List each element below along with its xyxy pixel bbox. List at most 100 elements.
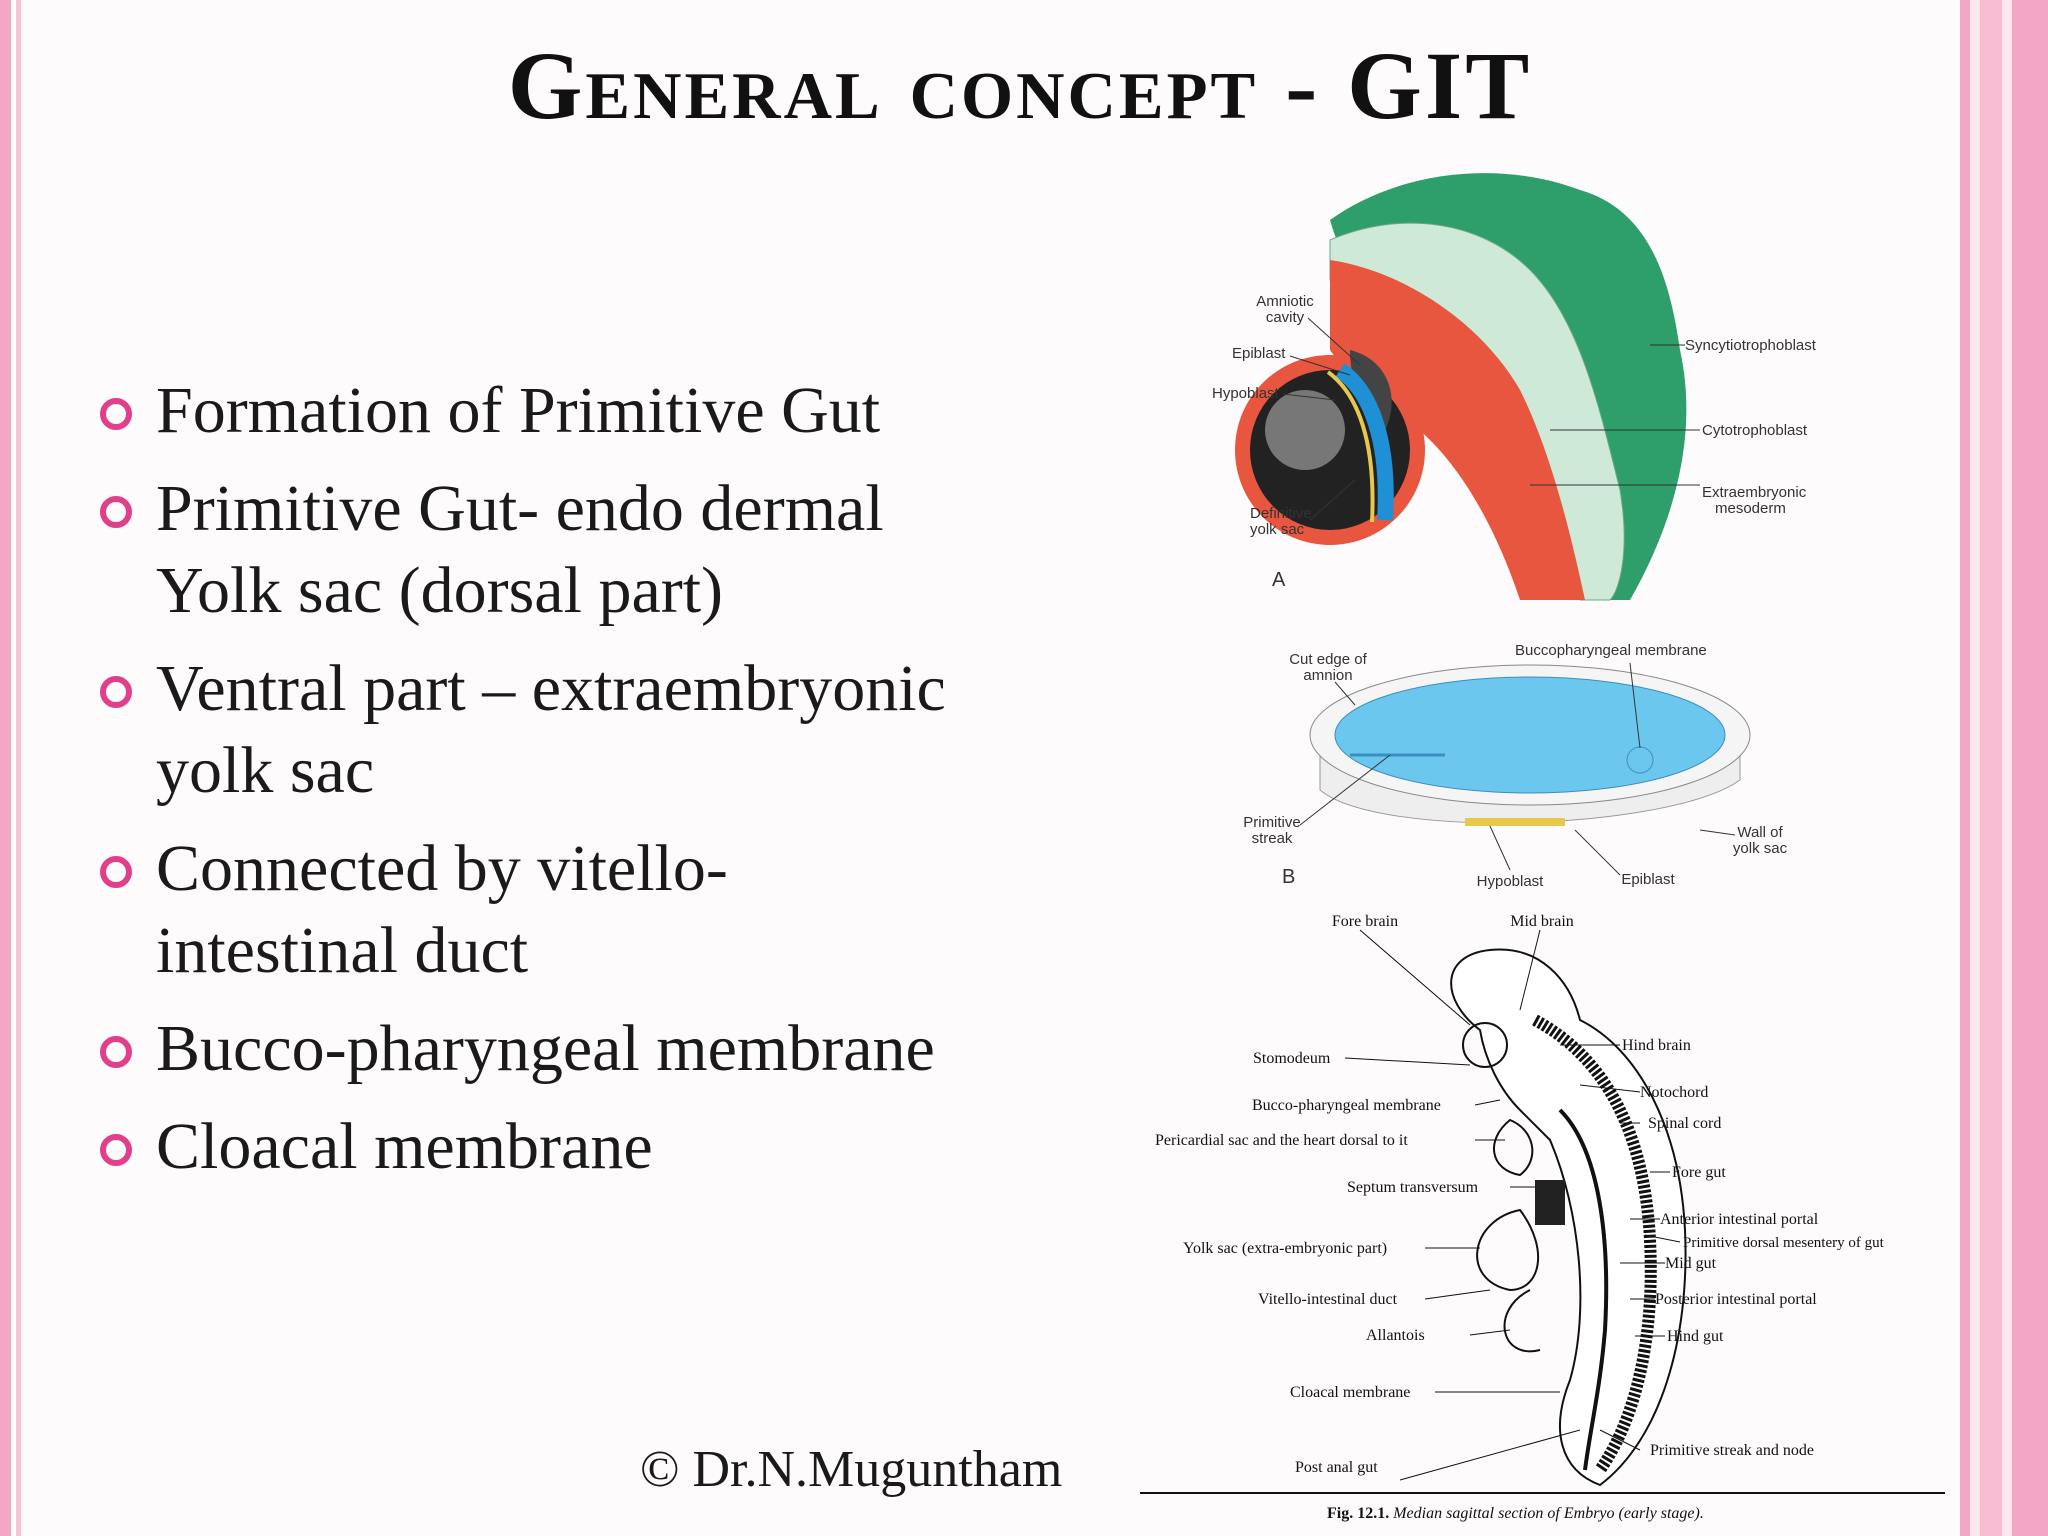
bullet-text: Bucco-pharyngeal membrane xyxy=(156,1012,935,1085)
label-definitive-yolk-1: Definitive xyxy=(1250,505,1312,522)
bullet-item: Bucco-pharyngeal membrane xyxy=(100,1008,980,1090)
bullet-item: Ventral part – extraembryonic yolk sac xyxy=(100,648,980,812)
bullet-text: Formation of Primitive Gut xyxy=(156,374,881,447)
bullet-text: Primitive Gut- endo dermal Yolk sac (dor… xyxy=(156,472,884,627)
label-mid-gut: Mid gut xyxy=(1665,1255,1717,1272)
embryonic-disc xyxy=(1334,676,1726,794)
bullet-icon xyxy=(100,398,132,430)
label-posterior-portal: Posterior intestinal portal xyxy=(1655,1291,1817,1308)
bullet-icon xyxy=(100,856,132,888)
label-amniotic-cavity-1: Amniotic xyxy=(1256,293,1314,310)
figure-a-implantation-diagram: Amniotic cavity Epiblast Hypoblast Defin… xyxy=(1212,173,1817,601)
bullet-icon xyxy=(100,1134,132,1166)
label-primitive-mesentery: Primitive dorsal mesentery of gut xyxy=(1683,1235,1885,1251)
label-primitive-streak-2: streak xyxy=(1252,830,1293,847)
figure-caption: Fig. 12.1. Median sagittal section of Em… xyxy=(1327,1505,1704,1522)
label-anterior-portal: Anterior intestinal portal xyxy=(1660,1211,1819,1228)
label-spinal-cord: Spinal cord xyxy=(1648,1115,1721,1132)
label-wall-2: yolk sac xyxy=(1733,840,1788,857)
label-primitive-streak-1: Primitive xyxy=(1243,814,1301,831)
bullet-list: Formation of Primitive Gut Primitive Gut… xyxy=(100,370,980,1204)
label-yolk-sac: Yolk sac (extra-embryonic part) xyxy=(1183,1240,1387,1257)
label-epiblast: Epiblast xyxy=(1621,871,1675,888)
label-amniotic-cavity-2: cavity xyxy=(1266,309,1305,326)
allantois-loop xyxy=(1503,1289,1541,1353)
leader-lines xyxy=(1344,929,1681,1481)
right-border-stripe-1 xyxy=(1960,0,1970,1536)
epiblast-leader xyxy=(1574,829,1621,876)
pericardial-sac xyxy=(1493,1118,1534,1177)
label-cloacal: Cloacal membrane xyxy=(1290,1384,1410,1401)
label-bucco-pharyngeal: Bucco-pharyngeal membrane xyxy=(1252,1097,1441,1114)
label-hind-brain: Hind brain xyxy=(1622,1037,1691,1054)
panel-label-a: A xyxy=(1272,569,1286,591)
label-post-anal: Post anal gut xyxy=(1295,1459,1378,1476)
right-border-band xyxy=(1960,0,2048,1536)
embryo-outline xyxy=(1450,948,1687,1487)
right-border-stripe-3 xyxy=(2012,0,2048,1536)
yolk-sac-highlight xyxy=(1265,390,1345,470)
hypoblast-layer xyxy=(1326,370,1375,523)
label-syncytiotrophoblast: Syncytiotrophoblast xyxy=(1685,337,1817,354)
slide-title: General concept - GIT xyxy=(507,32,1533,139)
definitive-yolk-leader xyxy=(1309,479,1356,521)
yolk-sac-loop xyxy=(1476,1208,1540,1292)
neural-tube xyxy=(1532,1014,1657,1474)
label-notochord: Notochord xyxy=(1640,1084,1708,1101)
left-border-stripe-inner xyxy=(16,0,21,1536)
bullet-icon xyxy=(100,496,132,528)
hypoblast-strip xyxy=(1465,818,1565,826)
streak-leader xyxy=(1299,754,1391,826)
gut-tube xyxy=(1558,1108,1609,1471)
bullet-item: Cloacal membrane xyxy=(100,1106,980,1188)
label-mid-brain: Mid brain xyxy=(1510,913,1574,930)
label-extra-meso-2: mesoderm xyxy=(1715,500,1786,517)
hypoblast-leader xyxy=(1282,393,1336,401)
bullet-item: Formation of Primitive Gut xyxy=(100,370,980,452)
amniotic-cavity-shape xyxy=(1350,350,1392,430)
left-border-stripe xyxy=(0,0,11,1536)
label-septum: Septum transversum xyxy=(1347,1179,1479,1196)
label-cut-edge-1: Cut edge of xyxy=(1289,651,1367,668)
bullet-item: Connected by vitello- intestinal duct xyxy=(100,828,980,992)
hypoblast-leader xyxy=(1489,825,1511,871)
bullet-text: Ventral part – extraembryonic yolk sac xyxy=(156,652,946,807)
label-stomodeum: Stomodeum xyxy=(1253,1050,1331,1067)
label-epiblast: Epiblast xyxy=(1232,345,1286,362)
label-buccopharyngeal: Buccopharyngeal membrane xyxy=(1515,642,1707,659)
label-vitello-duct: Vitello-intestinal duct xyxy=(1258,1291,1398,1308)
label-pericardial: Pericardial sac and the heart dorsal to … xyxy=(1155,1132,1408,1149)
label-fore-gut: Fore gut xyxy=(1672,1164,1726,1181)
extraembryonic-mesoderm-layer xyxy=(1330,260,1585,600)
bullet-icon xyxy=(100,1036,132,1068)
right-border-stripe-2 xyxy=(1980,0,2002,1536)
caption-title: Median sagittal section of Embryo (early… xyxy=(1392,1505,1704,1522)
epiblast-layer xyxy=(1335,363,1394,521)
forebrain-vesicle xyxy=(1462,1022,1508,1068)
label-fore-brain: Fore brain xyxy=(1332,913,1398,930)
copyright-text: © Dr.N.Muguntham xyxy=(640,1441,1063,1498)
epiblast-leader xyxy=(1289,355,1351,376)
figure-c-sagittal-section-diagram: Fore brain Mid brain Hind brain Stomodeu… xyxy=(1140,913,1945,1522)
bucco-leader xyxy=(1629,662,1641,749)
bullet-text: Cloacal membrane xyxy=(156,1110,653,1183)
label-hypoblast: Hypoblast xyxy=(1212,385,1280,402)
label-hind-gut: Hind gut xyxy=(1667,1328,1724,1345)
label-definitive-yolk-2: yolk sac xyxy=(1250,521,1305,538)
label-allantois: Allantois xyxy=(1366,1327,1425,1344)
label-cut-edge-2: amnion xyxy=(1303,667,1352,684)
bullet-text: Connected by vitello- intestinal duct xyxy=(156,832,728,987)
bullet-item: Primitive Gut- endo dermal Yolk sac (dor… xyxy=(100,468,980,632)
label-wall-1: Wall of xyxy=(1737,824,1783,841)
figure-b-bilaminar-disc-diagram: Cut edge of amnion Buccopharyngeal membr… xyxy=(1243,642,1788,890)
septum-transversum xyxy=(1535,1180,1565,1225)
label-primitive-streak: Primitive streak and node xyxy=(1650,1442,1814,1459)
wall-leader xyxy=(1699,829,1736,836)
label-cytotrophoblast: Cytotrophoblast xyxy=(1702,422,1808,439)
amniotic-leader xyxy=(1307,317,1361,366)
cut-edge-leader xyxy=(1334,681,1356,706)
label-hypoblast: Hypoblast xyxy=(1477,873,1545,890)
caption-fig-number: Fig. 12.1. xyxy=(1327,1505,1389,1522)
panel-label-b: B xyxy=(1282,866,1295,888)
label-extra-meso-1: Extraembryonic xyxy=(1702,484,1807,501)
